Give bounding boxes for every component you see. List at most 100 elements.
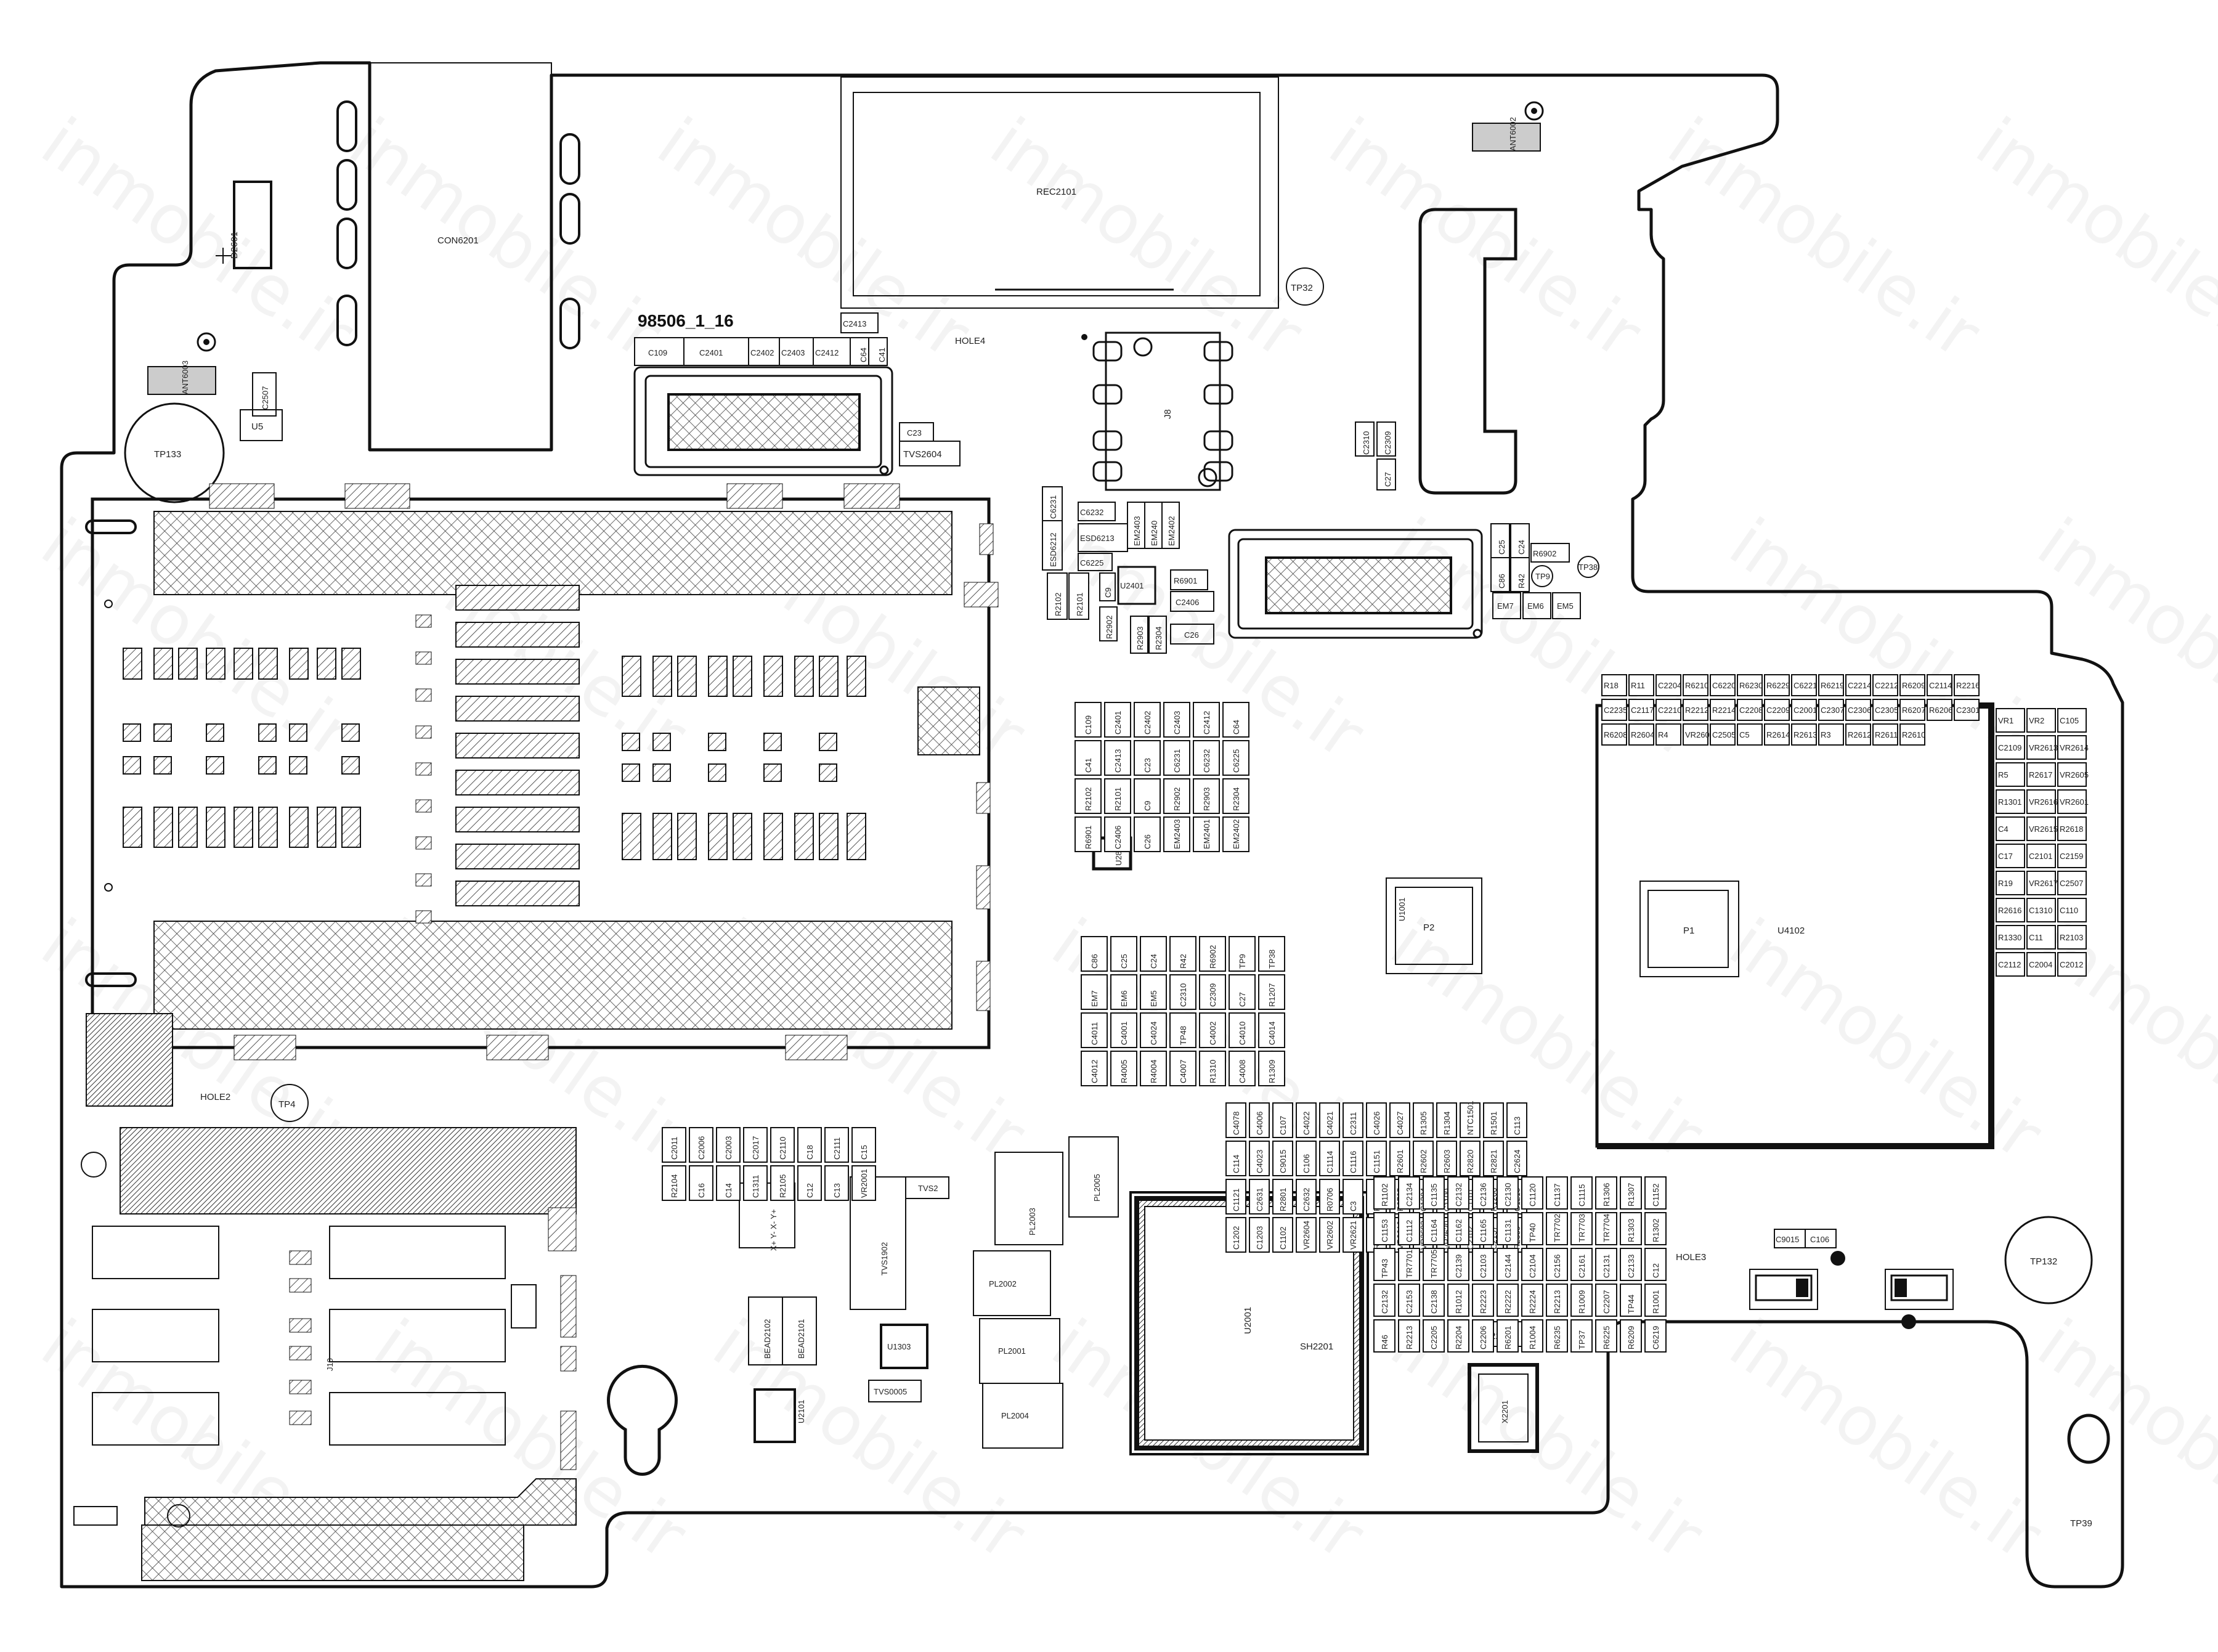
- component-vr2602: VR2602: [1319, 1217, 1340, 1253]
- component-label: R2204: [1454, 1326, 1463, 1349]
- component-c2311: C2311: [1343, 1102, 1363, 1138]
- component-c2208: C2208: [1737, 699, 1763, 721]
- component-c2110: C2110: [770, 1127, 795, 1163]
- component-label: C2310: [1179, 983, 1188, 1007]
- component-tp44: TP44: [1620, 1284, 1642, 1317]
- component-c11: C11: [2026, 925, 2056, 950]
- component-r1301: R1301: [1996, 789, 2025, 814]
- component-label: C2206: [1479, 1326, 1488, 1349]
- component-label: C2131: [1602, 1255, 1611, 1278]
- component-label: R42: [1179, 954, 1188, 969]
- component-r2223: R2223: [1472, 1284, 1494, 1317]
- shield-pad: [289, 723, 307, 742]
- esd-cluster: C6231 C6232 ESD6212 ESD6213 C6225 EM2403…: [1042, 486, 1214, 654]
- component-label: C6219: [1651, 1326, 1660, 1349]
- component-label: R2903: [1202, 787, 1211, 811]
- component-label: C114: [1232, 1155, 1241, 1173]
- component-label: C2138: [1429, 1290, 1439, 1314]
- shield-pad: [258, 807, 278, 848]
- component-label: C106: [1302, 1154, 1311, 1173]
- component-label: R2613: [1793, 730, 1817, 739]
- tp4-pad: [270, 1084, 309, 1122]
- component-vr2617: VR2617: [2026, 871, 2058, 895]
- xy-mark: X+ Y- X- Y+: [769, 1209, 778, 1251]
- shield-pad: [341, 756, 360, 775]
- component-c2133: C2133: [1620, 1248, 1642, 1281]
- component-label: TP37: [1577, 1330, 1586, 1349]
- component-label: C25: [1119, 954, 1129, 969]
- component-c12: C12: [1644, 1248, 1667, 1281]
- shield-pad: [652, 763, 671, 782]
- component-label: C4078: [1232, 1112, 1241, 1135]
- component-r2610: R2610: [1899, 723, 1925, 746]
- component-label: C1102: [1278, 1227, 1288, 1250]
- component-label: C27: [1238, 992, 1247, 1007]
- component-label: C2130: [1503, 1183, 1513, 1206]
- shield-pad: [794, 656, 814, 697]
- component-c2507: C2507: [2057, 871, 2087, 895]
- component-label: C2412: [1202, 711, 1211, 734]
- component-label: C2117: [1631, 706, 1654, 715]
- component-ntc1501: NTC1501: [1460, 1101, 1481, 1138]
- component-c6225: C6225: [1222, 740, 1249, 776]
- component-c2134: C2134: [1398, 1176, 1420, 1210]
- ant6003-label: ANT6003: [181, 360, 190, 394]
- component-label: C105: [2060, 716, 2079, 725]
- u1303-label: U1303: [887, 1342, 911, 1351]
- svg-text:C27: C27: [1383, 472, 1392, 487]
- shield-pad: [677, 656, 697, 697]
- component-r6209: R6209: [1899, 674, 1925, 696]
- component-label: C9: [1143, 800, 1152, 811]
- component-label: C2235: [1604, 706, 1627, 715]
- component-vr2605: VR2605: [2057, 762, 2089, 787]
- svg-text:R2903: R2903: [1135, 627, 1145, 650]
- p2-label: P2: [1423, 922, 1434, 933]
- component-r1303: R1303: [1620, 1212, 1642, 1245]
- component-c4010: C4010: [1229, 1012, 1256, 1048]
- component-label: C1131: [1503, 1219, 1513, 1242]
- component-label: C16: [697, 1183, 706, 1198]
- shield-pad: [708, 733, 726, 751]
- component-label: C2011: [670, 1137, 679, 1160]
- component-label: C5: [1739, 730, 1750, 739]
- component-c2132: C2132: [1447, 1176, 1469, 1210]
- component-c3: C3: [1343, 1179, 1363, 1215]
- j8-label: J8: [1163, 409, 1173, 419]
- component-label: VR2617: [2029, 879, 2058, 888]
- component-label: R2618: [2060, 824, 2083, 834]
- shield-inner-pads: [123, 585, 866, 924]
- component-label: C2109: [1998, 743, 2021, 752]
- shield-pad: [206, 756, 224, 775]
- component-c2101: C2101: [2026, 844, 2056, 868]
- component-c2402: C2402: [1134, 702, 1161, 738]
- svg-text:C86: C86: [1497, 574, 1506, 588]
- component-r1310: R1310: [1199, 1051, 1226, 1086]
- component-r1330: R1330: [1996, 925, 2025, 950]
- component-c1203: C1203: [1249, 1217, 1270, 1253]
- component-c2413: C2413: [1104, 740, 1131, 776]
- component-c4026: C4026: [1366, 1102, 1387, 1138]
- component-label: C109: [1084, 715, 1093, 734]
- svg-text:C25: C25: [1497, 540, 1506, 555]
- component-label: TR7701: [1405, 1250, 1414, 1278]
- shield-pad: [819, 656, 839, 697]
- component-r4: R4: [1655, 723, 1681, 746]
- component-c2104: C2104: [1521, 1248, 1543, 1281]
- component-vr2615: VR2615: [2026, 816, 2058, 841]
- component-label: R2902: [1172, 787, 1182, 811]
- component-c2505: C2505: [1710, 723, 1736, 746]
- component-r1307: R1307: [1620, 1176, 1642, 1210]
- component-r6229: R6229: [1764, 674, 1790, 696]
- shield-pad: [763, 656, 783, 697]
- component-label: R19: [1998, 879, 2013, 888]
- component-r2304: R2304: [1222, 778, 1249, 814]
- component-label: C13: [832, 1183, 842, 1198]
- component-r2617: R2617: [2026, 762, 2056, 787]
- shield-pad: [622, 733, 640, 751]
- component-label: VR2601: [2060, 797, 2089, 807]
- shield-pad: [455, 659, 580, 685]
- component-label: C2153: [1405, 1290, 1414, 1314]
- shield-pad: [622, 813, 641, 860]
- component-label: C2207: [1602, 1290, 1611, 1314]
- component-c17: C17: [1996, 844, 2025, 868]
